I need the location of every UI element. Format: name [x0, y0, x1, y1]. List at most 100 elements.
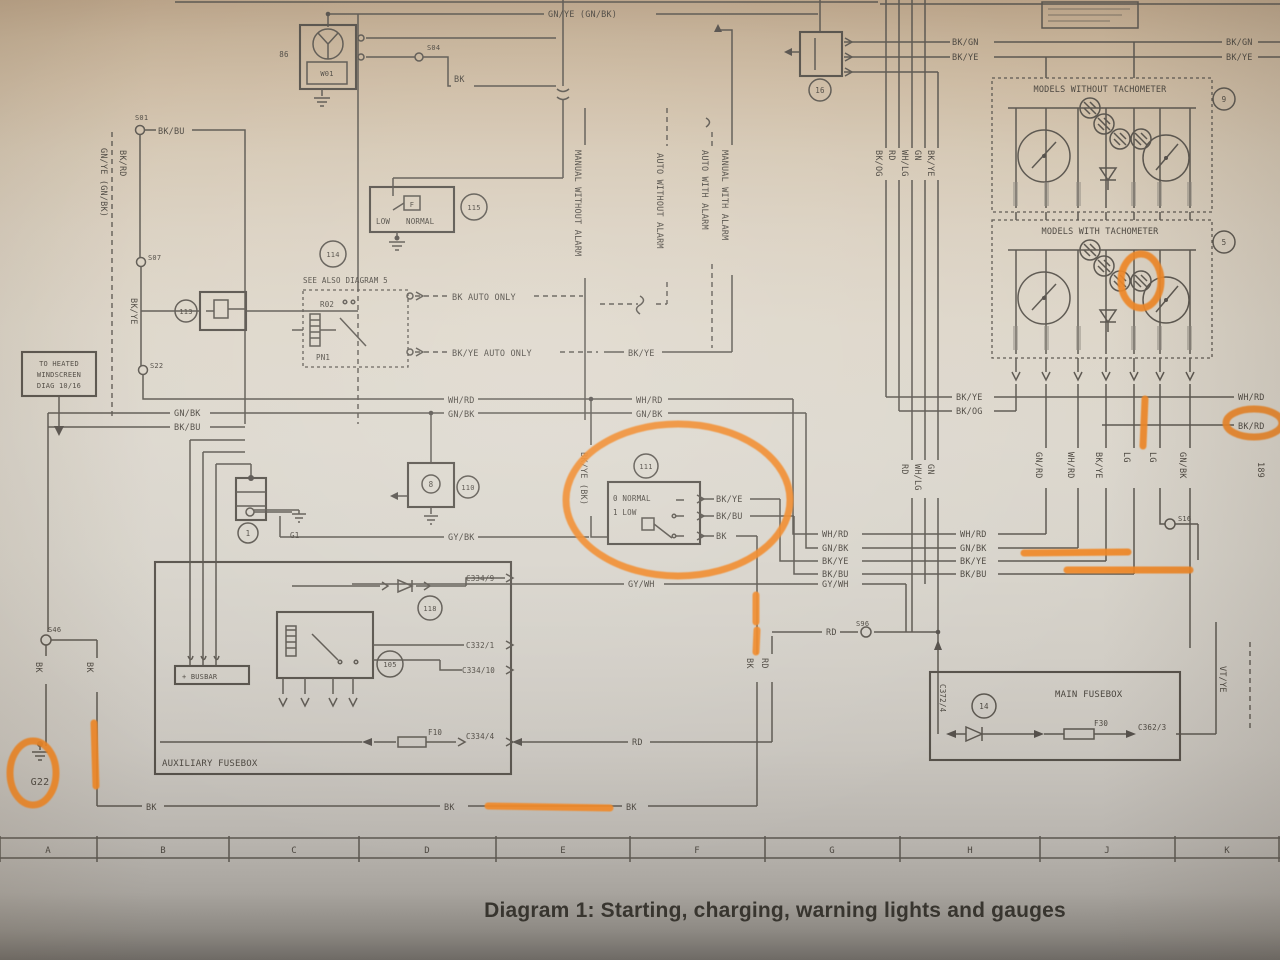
option-label: MANUAL WITHOUT ALARM: [572, 150, 582, 256]
wire-label: BK/BU: [716, 512, 743, 522]
wire-label: BK: [716, 532, 727, 542]
wire-label: BK: [84, 662, 94, 673]
aux-fusebox-title: AUXILIARY FUSEBOX: [162, 759, 258, 769]
grid-ruler: A B C D E F G H J K: [0, 836, 1280, 862]
grid-letter: D: [424, 846, 430, 856]
corner-note-box: [1041, 1, 1139, 29]
component-number: 5: [1222, 238, 1227, 247]
splice-label: S22: [150, 362, 163, 370]
wire-runs-middle: [280, 29, 1134, 632]
connector-label: C362/3: [1138, 723, 1166, 732]
wire-label: GY/WH: [822, 580, 849, 590]
wire-label: BK/GN: [1226, 38, 1253, 48]
wire-label: BK: [146, 803, 157, 813]
wire-label: RD: [632, 738, 643, 748]
wire-label: BK/BU: [822, 570, 849, 580]
component-number: 110: [461, 484, 474, 492]
orange-marker-annotations: [6, 250, 1280, 812]
marker-line: [484, 802, 614, 812]
marker-circle-switch111: [562, 420, 794, 580]
splice-label: S07: [148, 254, 161, 262]
wire-label: RD: [759, 658, 769, 669]
wire-label: BK AUTO ONLY: [452, 293, 516, 303]
busbar-label: + BUSBAR: [182, 673, 218, 681]
wire-runs-battery-nest: [189, 414, 432, 666]
wire-label: WH/LG: [899, 150, 909, 177]
grid-letter: C: [291, 846, 297, 856]
wire-break-symbols: [187, 88, 711, 661]
option-label: AUTO WITHOUT ALARM: [654, 153, 664, 249]
wire-label: RD: [826, 628, 837, 638]
wire-label: BK/YE: [128, 298, 138, 325]
wire-label: BK/YE: [822, 557, 849, 567]
wire-label: BK/BU: [158, 127, 185, 137]
wire-label: BK: [444, 803, 455, 813]
rotated-labels: GN/YE (GN/BK) BK/RD BK/YE MANUAL WITHOUT…: [33, 148, 1265, 713]
cluster-with-tach-box: [991, 219, 1213, 359]
ignition-switch-box: [302, 289, 409, 368]
component-number: 14: [979, 702, 989, 711]
splice-label: S96: [856, 620, 869, 628]
wire-label: BK/YE: [960, 557, 987, 567]
wire-label: BK/YE: [925, 150, 935, 177]
wire-runs-cluster-legs: [1008, 42, 1199, 648]
wire-label: LG: [1147, 452, 1157, 463]
wire-label: BK/GN: [952, 38, 979, 48]
page-mark: 189: [1255, 462, 1265, 478]
wire-label: BK/YE: [1093, 452, 1103, 479]
wire-label: WH/LG: [912, 464, 922, 491]
wire-label: GN/YE (GN/BK): [548, 10, 617, 20]
wire-label: GN/RD: [1033, 452, 1043, 479]
grid-letter: K: [1224, 846, 1230, 856]
wire-label: BK: [33, 662, 43, 673]
wire-label: GN: [925, 464, 935, 475]
wire-label: BK/RD: [1238, 422, 1265, 432]
switch-position-label: 1 LOW: [613, 508, 637, 517]
cluster-without-tach-box: [991, 77, 1213, 213]
switch-position-label: 0 NORMAL: [613, 494, 651, 503]
wire-label: BK: [454, 75, 465, 85]
arrowheads: [54, 24, 1195, 747]
wire-label: BK/YE (BK): [578, 452, 588, 505]
wire-label: GN/BK: [636, 410, 663, 420]
wire-label: BK/RD: [117, 150, 127, 177]
wire-label: BK: [626, 803, 637, 813]
cluster-title-without-tach: MODELS WITHOUT TACHOMETER: [1034, 85, 1168, 95]
grid-letter: J: [1104, 846, 1110, 856]
splice-label: S04: [427, 44, 440, 52]
cluster-title-with-tach: MODELS WITH TACHOMETER: [1042, 227, 1160, 237]
fuse-label: F10: [428, 728, 442, 737]
wire-label: WH/RD: [822, 530, 849, 540]
wire-label: BK: [744, 658, 754, 669]
component-number: 113: [179, 308, 192, 316]
wire-label: GN: [912, 150, 922, 161]
svg-text:WINDSCREEN: WINDSCREEN: [37, 371, 81, 379]
option-label: MANUAL WITH ALARM: [719, 150, 729, 240]
component-label: W01: [320, 70, 333, 78]
marker-line: [1139, 395, 1149, 450]
component-number: 111: [639, 463, 652, 471]
switch-position-label: LOW: [376, 217, 390, 226]
option-label: AUTO WITH ALARM: [699, 150, 709, 230]
corner-note-smudge: [1048, 8, 1130, 22]
component-number: 86: [279, 50, 289, 59]
wire-label: BK/YE AUTO ONLY: [452, 349, 532, 359]
grid-letter: F: [694, 846, 700, 856]
marker-circle-bkrd: [1222, 405, 1280, 441]
connector-label: C372/4: [938, 684, 947, 713]
component-number: 118: [423, 605, 436, 613]
fuse-label: F30: [1094, 719, 1108, 728]
component-number: 115: [467, 204, 480, 212]
wire-label: WH/RD: [1065, 452, 1075, 479]
main-fusebox-title: MAIN FUSEBOX: [1055, 690, 1123, 700]
ground-label-g22: G22: [31, 777, 50, 788]
component-pin: 8: [429, 480, 434, 489]
wire-runs-dashed: [111, 108, 1251, 728]
wire-label: BK/BU: [174, 423, 201, 433]
connector-label: C332/1: [466, 641, 494, 650]
wire-label: BK/YE: [628, 349, 655, 359]
connector-code-smudges: [1013, 182, 1192, 350]
component-number: 105: [383, 661, 396, 669]
marker-circle-g22: [6, 737, 60, 809]
connector-label: C334/9: [466, 574, 494, 583]
